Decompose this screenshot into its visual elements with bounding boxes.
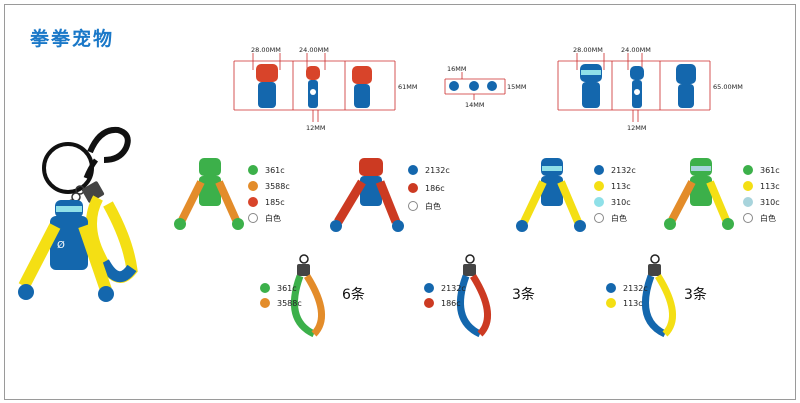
color-dot bbox=[248, 165, 258, 175]
color-dot bbox=[594, 181, 604, 191]
swatch-row: 113c bbox=[743, 180, 780, 192]
swatch-row: 361c bbox=[260, 282, 297, 294]
swatch-row: 113c bbox=[594, 180, 631, 192]
swatch-row: 2132c bbox=[594, 164, 636, 176]
strap-qty-1: 6条 bbox=[342, 287, 365, 303]
swatch-row: 361c bbox=[248, 164, 285, 176]
color-dot bbox=[248, 197, 258, 207]
color-code: 白色 bbox=[425, 201, 441, 211]
color-code: 113c bbox=[623, 298, 643, 308]
color-code: 185c bbox=[265, 197, 285, 207]
color-dot bbox=[408, 183, 418, 193]
color-code: 310c bbox=[611, 197, 631, 207]
swatch-row: 白色 bbox=[594, 212, 627, 224]
swatch-row: 白色 bbox=[743, 212, 776, 224]
color-dot bbox=[594, 213, 604, 223]
dim-set3-b: 12MM bbox=[627, 124, 647, 132]
color-dot bbox=[408, 165, 418, 175]
main-keychain-illustration: Ø bbox=[18, 126, 138, 302]
color-code: 361c bbox=[265, 165, 285, 175]
color-dot bbox=[424, 283, 434, 293]
swatch-row: 310c bbox=[743, 196, 780, 208]
dimension-drawing-3 bbox=[557, 53, 711, 122]
swatch-row: 2132c bbox=[408, 164, 450, 176]
color-dot bbox=[594, 165, 604, 175]
color-dot bbox=[248, 181, 258, 191]
swatch-row: 361c bbox=[743, 164, 780, 176]
color-dot bbox=[424, 298, 434, 308]
page-title: 拳拳宠物 bbox=[30, 28, 115, 50]
color-code: 2132c bbox=[441, 283, 466, 293]
color-dot bbox=[594, 197, 604, 207]
swatch-row: 2132c bbox=[424, 282, 466, 294]
color-code: 186c bbox=[441, 298, 461, 308]
color-code: 白色 bbox=[760, 213, 776, 223]
swatch-row: 185c bbox=[248, 196, 285, 208]
color-dot bbox=[606, 298, 616, 308]
color-dot bbox=[743, 213, 753, 223]
strap-illustration-2 bbox=[456, 254, 492, 338]
dim-set3-w1: 28.00MM bbox=[573, 46, 603, 54]
dimension-drawing-2 bbox=[444, 72, 506, 100]
color-code: 2132c bbox=[425, 165, 450, 175]
swatch-row: 310c bbox=[594, 196, 631, 208]
svg-text:Ø: Ø bbox=[57, 239, 65, 251]
dim-set1-b: 12MM bbox=[306, 124, 326, 132]
swatch-row: 3588c bbox=[260, 297, 302, 309]
strap-qty-2: 3条 bbox=[512, 287, 535, 303]
color-code: 186c bbox=[425, 183, 445, 193]
color-code: 361c bbox=[760, 165, 780, 175]
dim-set3-w2: 24.00MM bbox=[621, 46, 651, 54]
variant-figure-1 bbox=[174, 158, 244, 230]
color-code: 白色 bbox=[265, 213, 281, 223]
dim-set2-c: 14MM bbox=[465, 101, 485, 109]
dim-set2-b: 15MM bbox=[507, 83, 527, 91]
color-code: 310c bbox=[760, 197, 780, 207]
color-code: 113c bbox=[611, 181, 631, 191]
color-code: 3588c bbox=[277, 298, 302, 308]
strap-qty-3: 3条 bbox=[684, 287, 707, 303]
swatch-row: 白色 bbox=[408, 200, 441, 212]
color-dot bbox=[743, 197, 753, 207]
artwork-frame bbox=[4, 4, 796, 400]
strap-illustration-1 bbox=[290, 254, 326, 338]
color-dot bbox=[260, 298, 270, 308]
variant-figure-3 bbox=[516, 158, 586, 232]
color-dot bbox=[743, 181, 753, 191]
swatch-row: 3588c bbox=[248, 180, 290, 192]
color-dot bbox=[260, 283, 270, 293]
color-code: 白色 bbox=[611, 213, 627, 223]
dim-set1-w2: 24.00MM bbox=[299, 46, 329, 54]
color-dot bbox=[606, 283, 616, 293]
color-code: 113c bbox=[760, 181, 780, 191]
swatch-row: 白色 bbox=[248, 212, 281, 224]
swatch-row: 113c bbox=[606, 297, 643, 309]
variant-figure-4 bbox=[664, 158, 734, 230]
color-dot bbox=[743, 165, 753, 175]
color-code: 2132c bbox=[623, 283, 648, 293]
color-dot bbox=[248, 213, 258, 223]
variant-figure-2 bbox=[330, 158, 404, 232]
dim-set1-w1: 28.00MM bbox=[251, 46, 281, 54]
color-dot bbox=[408, 201, 418, 211]
dim-set3-h: 65.00MM bbox=[713, 83, 743, 91]
swatch-row: 186c bbox=[408, 182, 445, 194]
color-code: 3588c bbox=[265, 181, 290, 191]
swatch-row: 186c bbox=[424, 297, 461, 309]
dimension-drawing-1 bbox=[233, 53, 396, 122]
color-code: 361c bbox=[277, 283, 297, 293]
swatch-row: 2132c bbox=[606, 282, 648, 294]
dim-set1-h: 61MM bbox=[398, 83, 418, 91]
strap-illustration-3 bbox=[641, 254, 677, 338]
color-code: 2132c bbox=[611, 165, 636, 175]
dim-set2-a: 16MM bbox=[447, 65, 467, 73]
